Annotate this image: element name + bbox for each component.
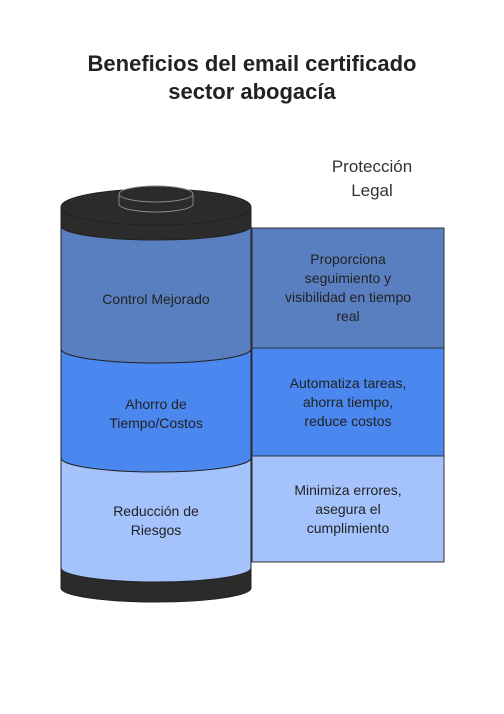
description-control: Proporciona seguimiento y visibilidad en… — [252, 228, 444, 348]
description-riesgos: Minimiza errores, asegura el cumplimient… — [252, 456, 444, 562]
description-line: Minimiza errores, — [294, 481, 402, 498]
layer-label-line: Tiempo/Costos — [109, 415, 203, 431]
layer-label-control: Control Mejorado — [61, 280, 251, 318]
diagram-title: Beneficios del email certificado sector … — [0, 50, 504, 106]
title-line-1: Beneficios del email certificado — [87, 51, 417, 76]
description-line: Automatiza tareas, — [289, 374, 407, 391]
description-box-ahorro — [251, 347, 445, 457]
layer-label-line: Reducción de — [113, 503, 199, 519]
battery-terminal-top — [118, 185, 194, 203]
column-title-line-1: Protección — [331, 157, 413, 176]
layer-label-riesgos: Reducción de Riesgos — [61, 499, 251, 543]
column-title: Protección Legal — [292, 155, 452, 203]
title-line-2: sector abogacía — [168, 79, 336, 104]
layer-control-body — [60, 225, 252, 364]
layer-label-ahorro: Ahorro de Tiempo/Costos — [61, 392, 251, 436]
description-line: cumplimiento — [306, 519, 390, 536]
description-line: ahorra tiempo, — [302, 393, 394, 410]
description-line: Proporciona — [310, 251, 386, 267]
description-box-riesgos — [251, 455, 445, 563]
layer-label-line: Ahorro de — [125, 396, 187, 412]
description-line: seguimiento y — [304, 270, 392, 286]
description-ahorro: Automatiza tareas, ahorra tiempo, reduce… — [252, 348, 444, 456]
description-line: reduce costos — [304, 412, 392, 429]
description-line: real — [336, 308, 360, 324]
column-title-line-2: Legal — [351, 181, 393, 200]
layer-label-line: Riesgos — [130, 522, 182, 538]
layer-ahorro-body — [60, 348, 252, 473]
layer-label-line: Control Mejorado — [102, 290, 210, 307]
layer-riesgos-body — [60, 457, 252, 583]
description-line: visibilidad en tiempo — [284, 289, 412, 305]
description-line: asegura el — [315, 500, 381, 517]
description-box-control — [251, 227, 445, 349]
